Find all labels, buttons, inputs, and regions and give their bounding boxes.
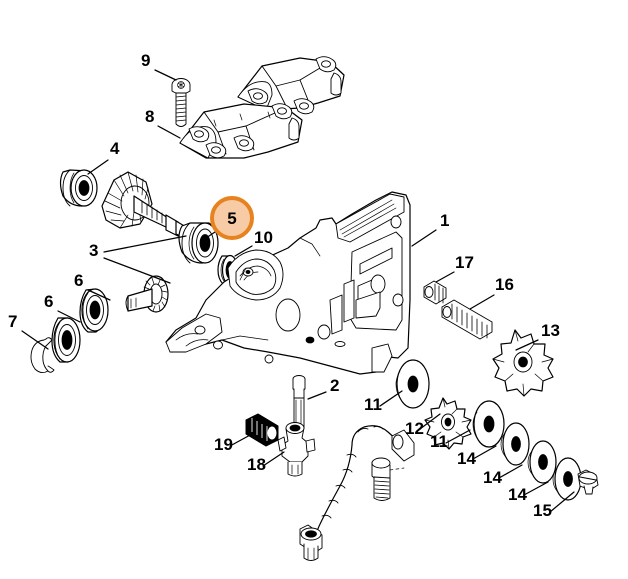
leader-line-6b xyxy=(57,310,81,323)
leader-line-13 xyxy=(515,339,539,351)
part-socket-head-screw[interactable] xyxy=(171,78,191,127)
part-slotted-screw[interactable] xyxy=(577,469,599,495)
callout-label-5[interactable]: 5 xyxy=(227,209,236,228)
leader-line-4 xyxy=(87,159,109,175)
leader-line-3 xyxy=(103,257,171,284)
highlight-circle-part-5[interactable] xyxy=(210,196,254,240)
callout-label-14[interactable]: 14 xyxy=(457,449,476,468)
part-clamp-bracket[interactable] xyxy=(179,56,345,159)
leader-line-16 xyxy=(469,294,495,310)
part-threaded-insert[interactable] xyxy=(423,280,447,305)
leader-line-10 xyxy=(234,245,253,257)
part-washer-11b[interactable] xyxy=(472,400,505,448)
part-pin[interactable] xyxy=(292,375,306,430)
callout-label-9[interactable]: 9 xyxy=(141,51,150,70)
callout-label-18[interactable]: 18 xyxy=(247,455,266,474)
leader-line-19 xyxy=(229,433,253,447)
part-washer-11a[interactable] xyxy=(395,359,430,409)
callout-label-6b[interactable]: 6 xyxy=(44,292,53,311)
part-circlip[interactable] xyxy=(30,337,55,374)
part-ball-bearing-6b[interactable] xyxy=(51,317,81,363)
callout-label-14c[interactable]: 14 xyxy=(508,485,527,504)
part-ball-bearing-4[interactable] xyxy=(59,169,98,207)
callout-label-8[interactable]: 8 xyxy=(145,107,154,126)
leader-line-14b xyxy=(498,464,523,479)
leader-line-18 xyxy=(262,451,285,467)
leader-line-8 xyxy=(157,125,181,139)
callout-label-1[interactable]: 1 xyxy=(440,211,449,230)
leader-line-15 xyxy=(549,491,575,513)
leader-line-14 xyxy=(472,445,497,460)
callout-label-7[interactable]: 7 xyxy=(8,312,17,331)
callout-label-10[interactable]: 10 xyxy=(254,228,273,247)
leader-line-17 xyxy=(435,271,455,283)
part-threaded-stud[interactable] xyxy=(441,299,493,340)
part-gear-housing-cover[interactable] xyxy=(165,191,411,375)
callout-label-14b[interactable]: 14 xyxy=(483,468,502,487)
callout-label-11[interactable]: 11 xyxy=(364,395,382,414)
leader-line-3 xyxy=(103,235,187,253)
callout-label-17[interactable]: 17 xyxy=(455,253,474,272)
part-ball-bearing-5[interactable] xyxy=(178,222,219,264)
callout-label-2[interactable]: 2 xyxy=(330,376,339,395)
leader-line-6 xyxy=(87,289,111,301)
part-washer-14b[interactable] xyxy=(527,440,557,484)
part-ball-bearing-6a[interactable] xyxy=(79,288,109,333)
callout-label-6[interactable]: 6 xyxy=(74,271,83,290)
leader-line-11 xyxy=(379,390,403,407)
callout-label-19[interactable]: 19 xyxy=(214,435,233,454)
part-pinion-gear[interactable] xyxy=(125,275,169,313)
callout-label-13[interactable]: 13 xyxy=(541,321,560,340)
leader-line-1 xyxy=(411,229,437,247)
leader-line-12 xyxy=(419,413,441,430)
leader-line-9 xyxy=(154,69,177,81)
callout-label-12[interactable]: 12 xyxy=(405,419,424,438)
callout-label-3[interactable]: 3 xyxy=(89,241,98,260)
callout-label-15[interactable]: 15 xyxy=(533,501,552,520)
part-hose-connector-18[interactable] xyxy=(277,422,316,477)
leader-line-7 xyxy=(21,330,49,350)
callout-label-4[interactable]: 4 xyxy=(110,139,120,158)
leader-line-2 xyxy=(307,391,327,400)
leader-lines xyxy=(21,69,575,513)
callout-label-16[interactable]: 16 xyxy=(495,275,514,294)
part-washer-14a[interactable] xyxy=(500,422,530,466)
leader-line-11b xyxy=(445,429,471,444)
leader-line-14c xyxy=(523,481,549,496)
callout-label-11b[interactable]: 11 xyxy=(430,432,448,451)
part-chain-sprocket[interactable] xyxy=(492,329,554,397)
part-oil-hose[interactable] xyxy=(299,425,415,561)
